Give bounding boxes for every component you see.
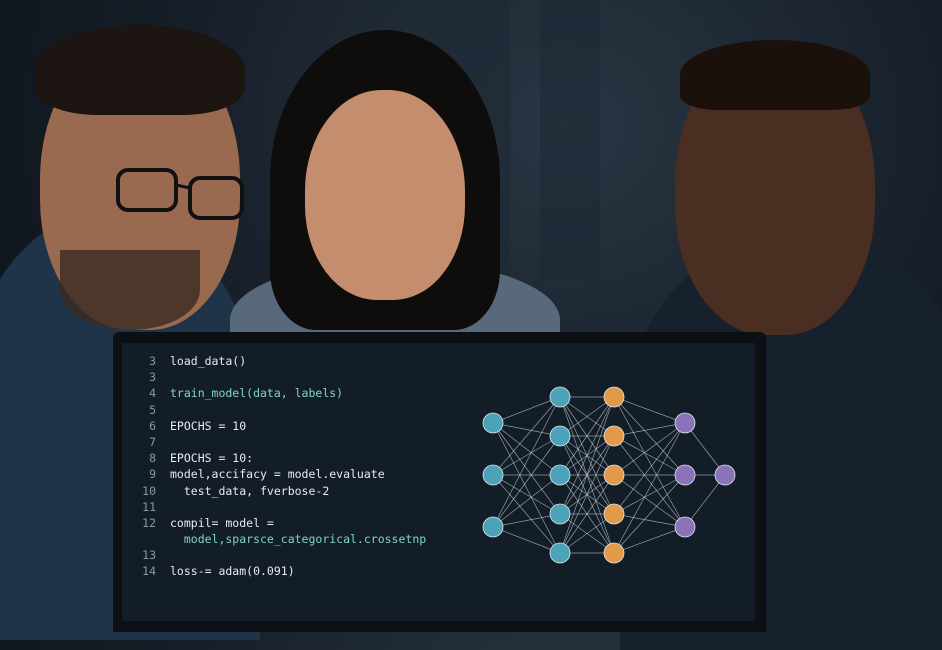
code-text: EPOCHS = 10: xyxy=(170,451,254,466)
network-edge xyxy=(492,396,561,476)
code-line: 3 xyxy=(134,369,426,385)
code-line: 4 train_model(data, labels) xyxy=(134,385,426,401)
code-text: load_data() xyxy=(170,354,247,368)
network-edge xyxy=(559,474,615,554)
network-edge xyxy=(559,396,615,515)
code-text: test_data, fverbose-2 xyxy=(170,483,330,498)
code-line: 11 xyxy=(134,499,426,515)
network-edge xyxy=(492,422,561,437)
network-node xyxy=(549,386,571,408)
network-edge xyxy=(559,396,615,437)
line-number: 14 xyxy=(142,564,156,579)
network-edge xyxy=(492,422,561,515)
network-node xyxy=(603,425,625,447)
network-node xyxy=(603,503,625,525)
network-node xyxy=(674,516,696,538)
network-node xyxy=(674,412,696,434)
code-line: model,sparsce_categorical.crossetnp xyxy=(134,531,426,547)
network-edge xyxy=(613,422,686,515)
network-edge xyxy=(492,474,561,528)
line-number: 12 xyxy=(142,515,156,530)
network-edge xyxy=(559,396,615,476)
network-edge xyxy=(492,435,561,528)
line-number: 13 xyxy=(142,548,156,563)
network-edge xyxy=(613,474,686,515)
network-edge xyxy=(492,396,561,424)
network-node xyxy=(549,425,571,447)
network-edge xyxy=(613,422,686,476)
network-edge xyxy=(613,422,686,437)
line-number: 9 xyxy=(149,467,156,482)
line-number: 4 xyxy=(149,386,156,401)
network-node xyxy=(674,464,696,486)
network-edge xyxy=(492,513,561,528)
network-edge xyxy=(492,435,561,476)
network-edge xyxy=(613,435,686,476)
network-node xyxy=(549,503,571,525)
line-number: 3 xyxy=(149,354,156,368)
network-node xyxy=(482,464,504,486)
network-edge xyxy=(559,435,615,554)
network-edge xyxy=(492,526,561,554)
network-node xyxy=(549,464,571,486)
code-text: model,sparsce_categorical.crossetnp xyxy=(170,532,427,547)
code-line: 10 test_data, fverbose-2 xyxy=(134,483,426,499)
line-number: 11 xyxy=(142,499,156,514)
network-node xyxy=(603,464,625,486)
code-text: loss-= adam(0.091) xyxy=(170,564,295,579)
code-text: train_model(data, labels) xyxy=(170,386,344,401)
network-edge xyxy=(559,396,615,554)
network-node xyxy=(482,516,504,538)
neural-network-diagram xyxy=(482,386,736,564)
line-number: 8 xyxy=(149,451,156,466)
network-edge xyxy=(613,422,686,554)
network-edge xyxy=(613,474,686,528)
network-node xyxy=(714,464,736,486)
network-edge xyxy=(613,513,686,528)
network-edge xyxy=(613,435,686,528)
network-node xyxy=(482,412,504,434)
code-line: 8 EPOCHS = 10: xyxy=(134,450,426,466)
line-number: 7 xyxy=(149,434,156,449)
network-edge xyxy=(492,474,561,515)
code-text: model,accifacy = model.evaluate xyxy=(170,467,385,482)
network-edge xyxy=(613,526,686,554)
code-line: 13 xyxy=(134,547,426,563)
network-edge xyxy=(559,513,615,554)
network-node xyxy=(603,386,625,408)
network-edge xyxy=(492,396,561,528)
network-edge xyxy=(613,396,686,528)
line-number: 5 xyxy=(149,402,156,417)
line-number: 3 xyxy=(149,370,156,385)
network-edge xyxy=(492,422,561,554)
network-edge xyxy=(492,474,561,554)
network-edge xyxy=(684,474,726,528)
code-line: 6 EPOCHS = 10 xyxy=(134,418,426,434)
code-line: 9 model,accifacy = model.evaluate xyxy=(134,466,426,482)
network-edge xyxy=(613,474,686,554)
network-node xyxy=(549,542,571,564)
network-edge xyxy=(492,422,561,476)
line-number: 6 xyxy=(149,418,156,433)
code-line: 12 compil= model = xyxy=(134,515,426,531)
network-node xyxy=(603,542,625,564)
code-text: EPOCHS = 10 xyxy=(170,418,247,433)
code-text: compil= model = xyxy=(170,515,274,530)
background-window xyxy=(540,0,600,280)
code-line: 3 load_data() xyxy=(134,353,426,369)
network-edge xyxy=(613,396,686,476)
glasses-icon xyxy=(116,168,244,220)
line-number: 10 xyxy=(142,483,156,498)
network-edge xyxy=(684,422,726,476)
code-line: 7 xyxy=(134,434,426,450)
network-edge xyxy=(613,396,686,424)
code-line: 5 xyxy=(134,402,426,418)
code-line: 14 loss-= adam(0.091) xyxy=(134,563,426,579)
